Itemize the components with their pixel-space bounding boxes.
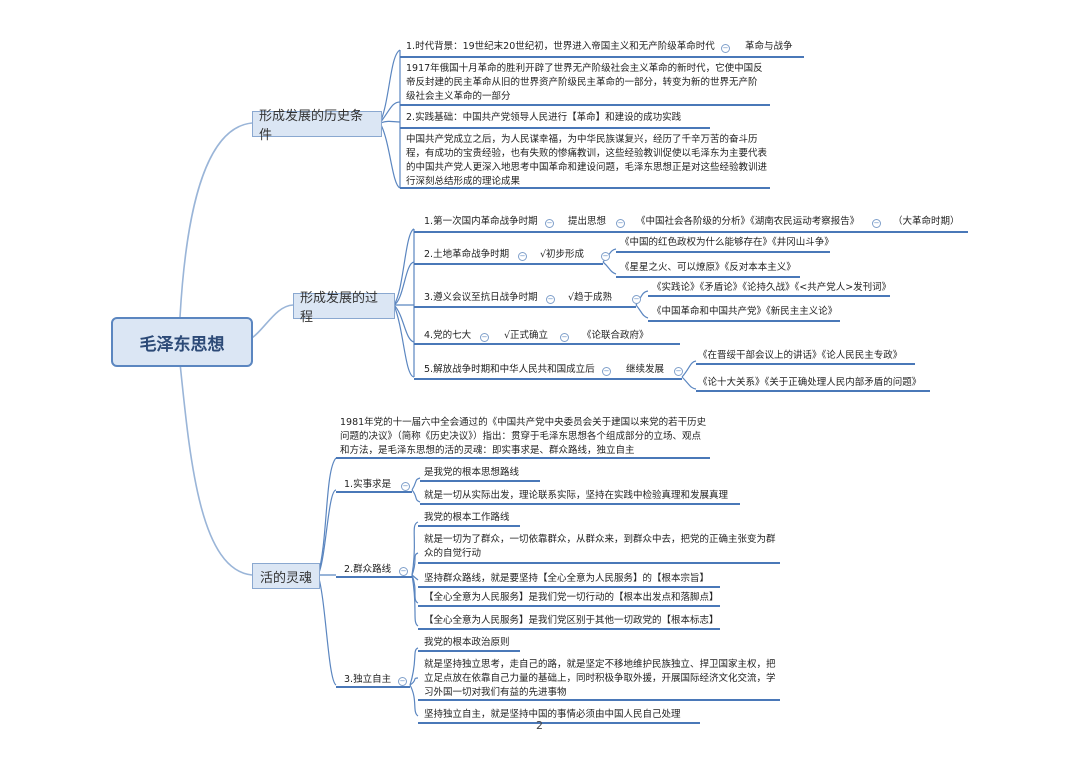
process-period-4[interactable]: 4.党的七大 — [424, 330, 472, 341]
process-works-2a[interactable]: 《中国的红色政权为什么能够存在》《井冈山斗争》 — [620, 237, 834, 248]
collapse-toggle-icon[interactable]: − — [401, 482, 410, 491]
branch-soul-label: 活的灵魂 — [259, 570, 312, 586]
collapse-toggle-icon[interactable]: − — [872, 219, 881, 228]
soul-item-3c[interactable]: 坚持独立自主，就是坚持中国的事情必须由中国人民自己处理 — [424, 709, 681, 720]
collapse-toggle-icon[interactable]: − — [602, 367, 611, 376]
process-stage-1[interactable]: 提出思想 — [568, 216, 607, 227]
process-stage-2[interactable]: √初步形成 — [540, 249, 585, 260]
process-period-1[interactable]: 1.第一次国内革命战争时期 — [424, 216, 538, 227]
soul-item-3b[interactable]: 就是坚持独立思考，走自己的路，就是坚定不移地维护民族独立、捍卫国家主权，把立足点… — [424, 659, 776, 698]
process-works-4[interactable]: 《论联合政府》 — [582, 330, 649, 341]
collapse-toggle-icon[interactable]: − — [632, 295, 641, 304]
root-label: 毛泽东思想 — [139, 334, 225, 355]
process-works-3b[interactable]: 《中国革命和中国共产党》《新民主主义论》 — [652, 306, 838, 317]
page-number: 2 — [536, 719, 543, 732]
branch-history-label: 形成发展的历史条件 — [259, 109, 364, 143]
collapse-toggle-icon[interactable]: − — [399, 567, 408, 576]
collapse-toggle-icon[interactable]: − — [546, 295, 555, 304]
collapse-toggle-icon[interactable]: − — [721, 44, 730, 53]
soul-item-2d[interactable]: 【全心全意为人民服务】是我们党一切行动的【根本出发点和落脚点】 — [424, 592, 719, 603]
history-practice[interactable]: 2.实践基础：中国共产党领导人民进行【革命】和建设的成功实践 — [406, 112, 682, 123]
process-stage-5[interactable]: 继续发展 — [626, 364, 665, 375]
soul-item-1[interactable]: 1.实事求是 — [344, 479, 392, 490]
process-works-5b[interactable]: 《论十大关系》《关于正确处理人民内部矛盾的问题》 — [698, 377, 922, 388]
history-background-detail[interactable]: 1917年俄国十月革命的胜利开辟了世界无产阶级社会主义革命的新时代，它使中国反帝… — [406, 63, 763, 102]
process-period-2[interactable]: 2.土地革命战争时期 — [424, 249, 510, 260]
branch-process-label: 形成发展的过程 — [300, 291, 379, 325]
history-practice-detail[interactable]: 中国共产党成立之后，为人民谋幸福，为中华民族谋复兴，经历了千辛万苦的奋斗历程，有… — [406, 134, 768, 187]
collapse-toggle-icon[interactable]: − — [545, 219, 554, 228]
process-works-3a[interactable]: 《实践论》《矛盾论》《论持久战》《<共产党人>发刊词》 — [652, 282, 892, 293]
process-stage-3[interactable]: √趋于成熟 — [568, 292, 613, 303]
soul-item-2e[interactable]: 【全心全意为人民服务】是我们党区别于其他一切政党的【根本标志】 — [424, 615, 719, 626]
collapse-toggle-icon[interactable]: − — [674, 367, 683, 376]
soul-item-2c[interactable]: 坚持群众路线，就是要坚持【全心全意为人民服务】的【根本宗旨】 — [424, 573, 710, 584]
soul-item-3[interactable]: 3.独立自主 — [344, 674, 392, 685]
soul-intro[interactable]: 1981年党的十一届六中全会通过的《中国共产党中央委员会关于建国以来党的若干历史… — [340, 417, 707, 456]
collapse-toggle-icon[interactable]: − — [616, 219, 625, 228]
branch-soul[interactable]: 活的灵魂 — [252, 563, 320, 589]
history-background-tag[interactable]: 革命与战争 — [745, 41, 793, 52]
soul-item-2a[interactable]: 我党的根本工作路线 — [424, 512, 510, 523]
collapse-toggle-icon[interactable]: − — [601, 252, 610, 261]
root-node[interactable]: 毛泽东思想 — [111, 317, 253, 367]
process-works-2b[interactable]: 《星星之火、可以燎原》《反对本本主义》 — [620, 262, 796, 273]
process-note-1[interactable]: （大革命时期） — [893, 216, 960, 227]
collapse-toggle-icon[interactable]: − — [518, 252, 527, 261]
collapse-toggle-icon[interactable]: − — [398, 677, 407, 686]
branch-process[interactable]: 形成发展的过程 — [293, 291, 395, 325]
process-stage-4[interactable]: √正式确立 — [504, 330, 549, 341]
history-background[interactable]: 1.时代背景：19世纪末20世纪初，世界进入帝国主义和无产阶级革命时代 — [406, 41, 715, 52]
soul-item-2[interactable]: 2.群众路线 — [344, 564, 392, 575]
collapse-toggle-icon[interactable]: − — [480, 333, 489, 342]
collapse-toggle-icon[interactable]: − — [560, 333, 569, 342]
soul-item-1b[interactable]: 就是一切从实际出发，理论联系实际，坚持在实践中检验真理和发展真理 — [424, 490, 729, 501]
process-works-5a[interactable]: 《在晋绥干部会议上的讲话》《论人民民主专政》 — [698, 350, 903, 361]
soul-item-3a[interactable]: 我党的根本政治原则 — [424, 637, 510, 648]
process-period-3[interactable]: 3.遵义会议至抗日战争时期 — [424, 292, 538, 303]
soul-item-1a[interactable]: 是我党的根本思想路线 — [424, 467, 520, 478]
branch-history[interactable]: 形成发展的历史条件 — [252, 109, 382, 143]
soul-item-2b[interactable]: 就是一切为了群众，一切依靠群众，从群众来，到群众中去，把党的正确主张变为群众的自… — [424, 534, 776, 559]
process-period-5[interactable]: 5.解放战争时期和中华人民共和国成立后 — [424, 364, 595, 375]
process-works-1[interactable]: 《中国社会各阶级的分析》《湖南农民运动考察报告》 — [636, 216, 860, 227]
